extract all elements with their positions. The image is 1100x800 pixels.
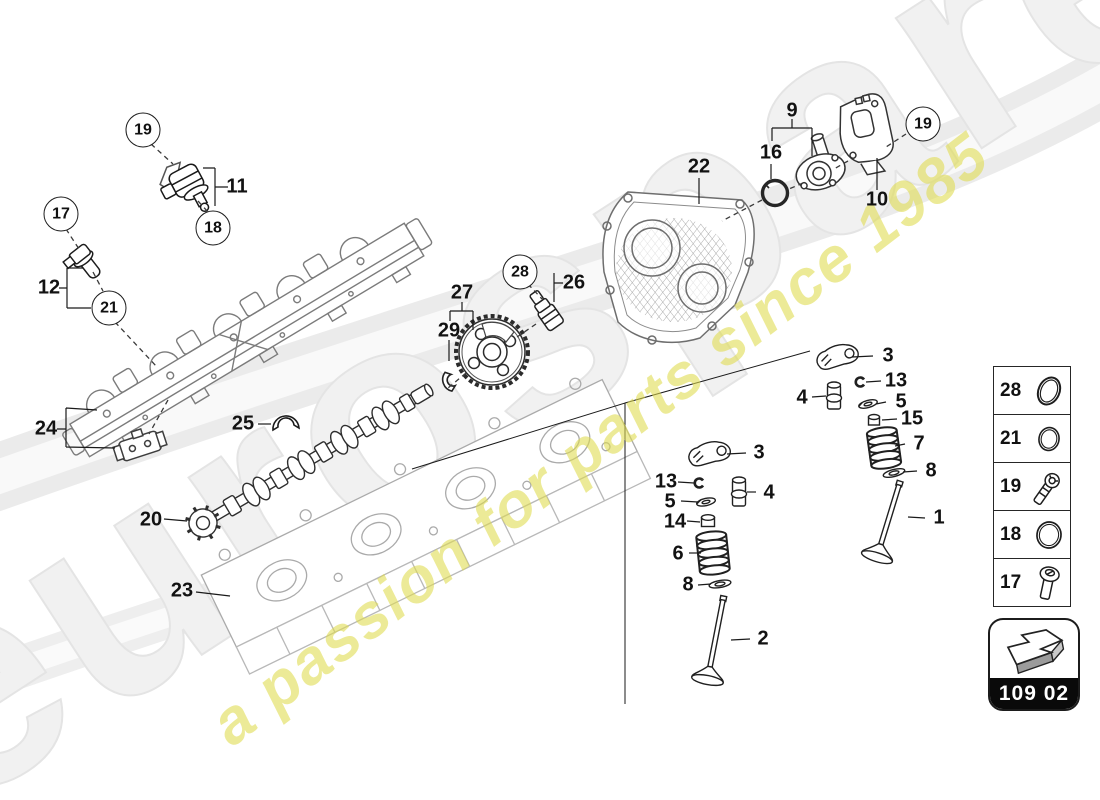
- part-label-9: 9: [786, 99, 798, 122]
- camshaft-adjuster-drawing: [454, 314, 530, 390]
- direction-arrow-icon: [990, 620, 1078, 678]
- part-label-22: 22: [687, 155, 711, 178]
- camshaft-drawing: [185, 383, 434, 541]
- legend-part-number: 21: [1000, 427, 1022, 449]
- callout-circle-28: 28: [502, 254, 538, 290]
- camshaft-sensor-drawing: [62, 243, 101, 279]
- part-label-1: 1: [933, 506, 945, 529]
- part-label-11: 11: [226, 175, 248, 198]
- legend-row: 17: [994, 559, 1070, 606]
- section-code-box: 109 02: [988, 618, 1080, 711]
- part-label-24: 24: [34, 417, 58, 440]
- part-label-27: 27: [450, 281, 474, 304]
- leader-lines: [57, 119, 926, 704]
- o-ring-large-icon: [1026, 515, 1070, 555]
- part-label-15: 15: [900, 407, 924, 430]
- part-label-5: 5: [895, 390, 907, 413]
- part-label-10: 10: [865, 188, 889, 211]
- torx-screw-icon: [1026, 563, 1070, 603]
- callout-circle-21: 21: [91, 290, 127, 326]
- central-bolt-drawing: [529, 290, 564, 332]
- part-label-6: 6: [672, 542, 684, 565]
- part-label-20: 20: [139, 508, 163, 531]
- part-label-4: 4: [796, 386, 808, 409]
- part-label-4: 4: [763, 481, 775, 504]
- callout-circle-19: 19: [905, 106, 941, 142]
- callout-circle-17: 17: [43, 196, 79, 232]
- stud-bolt-icon: [1026, 467, 1070, 507]
- solenoid-valve-drawing: [159, 161, 210, 213]
- part-label-23: 23: [170, 579, 194, 602]
- section-code: 109 02: [990, 678, 1078, 709]
- assembly-dashed-lines: [65, 133, 907, 435]
- part-label-16: 16: [759, 141, 783, 164]
- bearing-shell-drawing: [272, 415, 300, 432]
- seal-ring-icon: [1026, 371, 1070, 411]
- valve-train-left-drawing: [688, 441, 748, 687]
- legend-table: 28 21 19 18 17: [993, 366, 1071, 607]
- part-label-26: 26: [562, 271, 586, 294]
- pump-drawing: [795, 133, 846, 191]
- legend-row: 28: [994, 367, 1070, 415]
- legend-row: 19: [994, 463, 1070, 511]
- valve-train-right-drawing: [816, 343, 906, 565]
- washer-drawing: [441, 371, 458, 393]
- valve-2-drawing: [691, 594, 728, 687]
- part-label-12: 12: [37, 276, 61, 299]
- bracket-drawing: [112, 427, 168, 462]
- callout-circle-19: 19: [125, 112, 161, 148]
- camshaft-carrier-drawing: [62, 218, 433, 458]
- part-label-25: 25: [231, 412, 255, 435]
- legend-part-number: 17: [1000, 571, 1022, 593]
- legend-row: 18: [994, 511, 1070, 559]
- legend-part-number: 19: [1000, 475, 1022, 497]
- part-label-29: 29: [437, 319, 461, 342]
- part-label-13: 13: [654, 470, 678, 493]
- part-label-3: 3: [882, 344, 894, 367]
- valve-1-drawing: [860, 479, 904, 565]
- legend-part-number: 28: [1000, 379, 1022, 401]
- o-ring-icon: [1026, 419, 1070, 459]
- part-label-14: 14: [663, 510, 687, 533]
- part-label-8: 8: [925, 459, 937, 482]
- part-label-7: 7: [913, 432, 925, 455]
- part-label-3: 3: [753, 441, 765, 464]
- part-label-2: 2: [757, 627, 769, 650]
- legend-part-number: 18: [1000, 523, 1022, 545]
- control-housing-drawing: [839, 93, 894, 176]
- cylinder-head-drawing: [200, 377, 652, 675]
- timing-cover-drawing: [602, 191, 755, 345]
- part-label-5: 5: [664, 490, 676, 513]
- legend-row: 21: [994, 415, 1070, 463]
- part-label-8: 8: [682, 573, 694, 596]
- sealing-ring-drawing: [760, 178, 790, 208]
- callout-circle-18: 18: [195, 210, 231, 246]
- part-label-13: 13: [884, 369, 908, 392]
